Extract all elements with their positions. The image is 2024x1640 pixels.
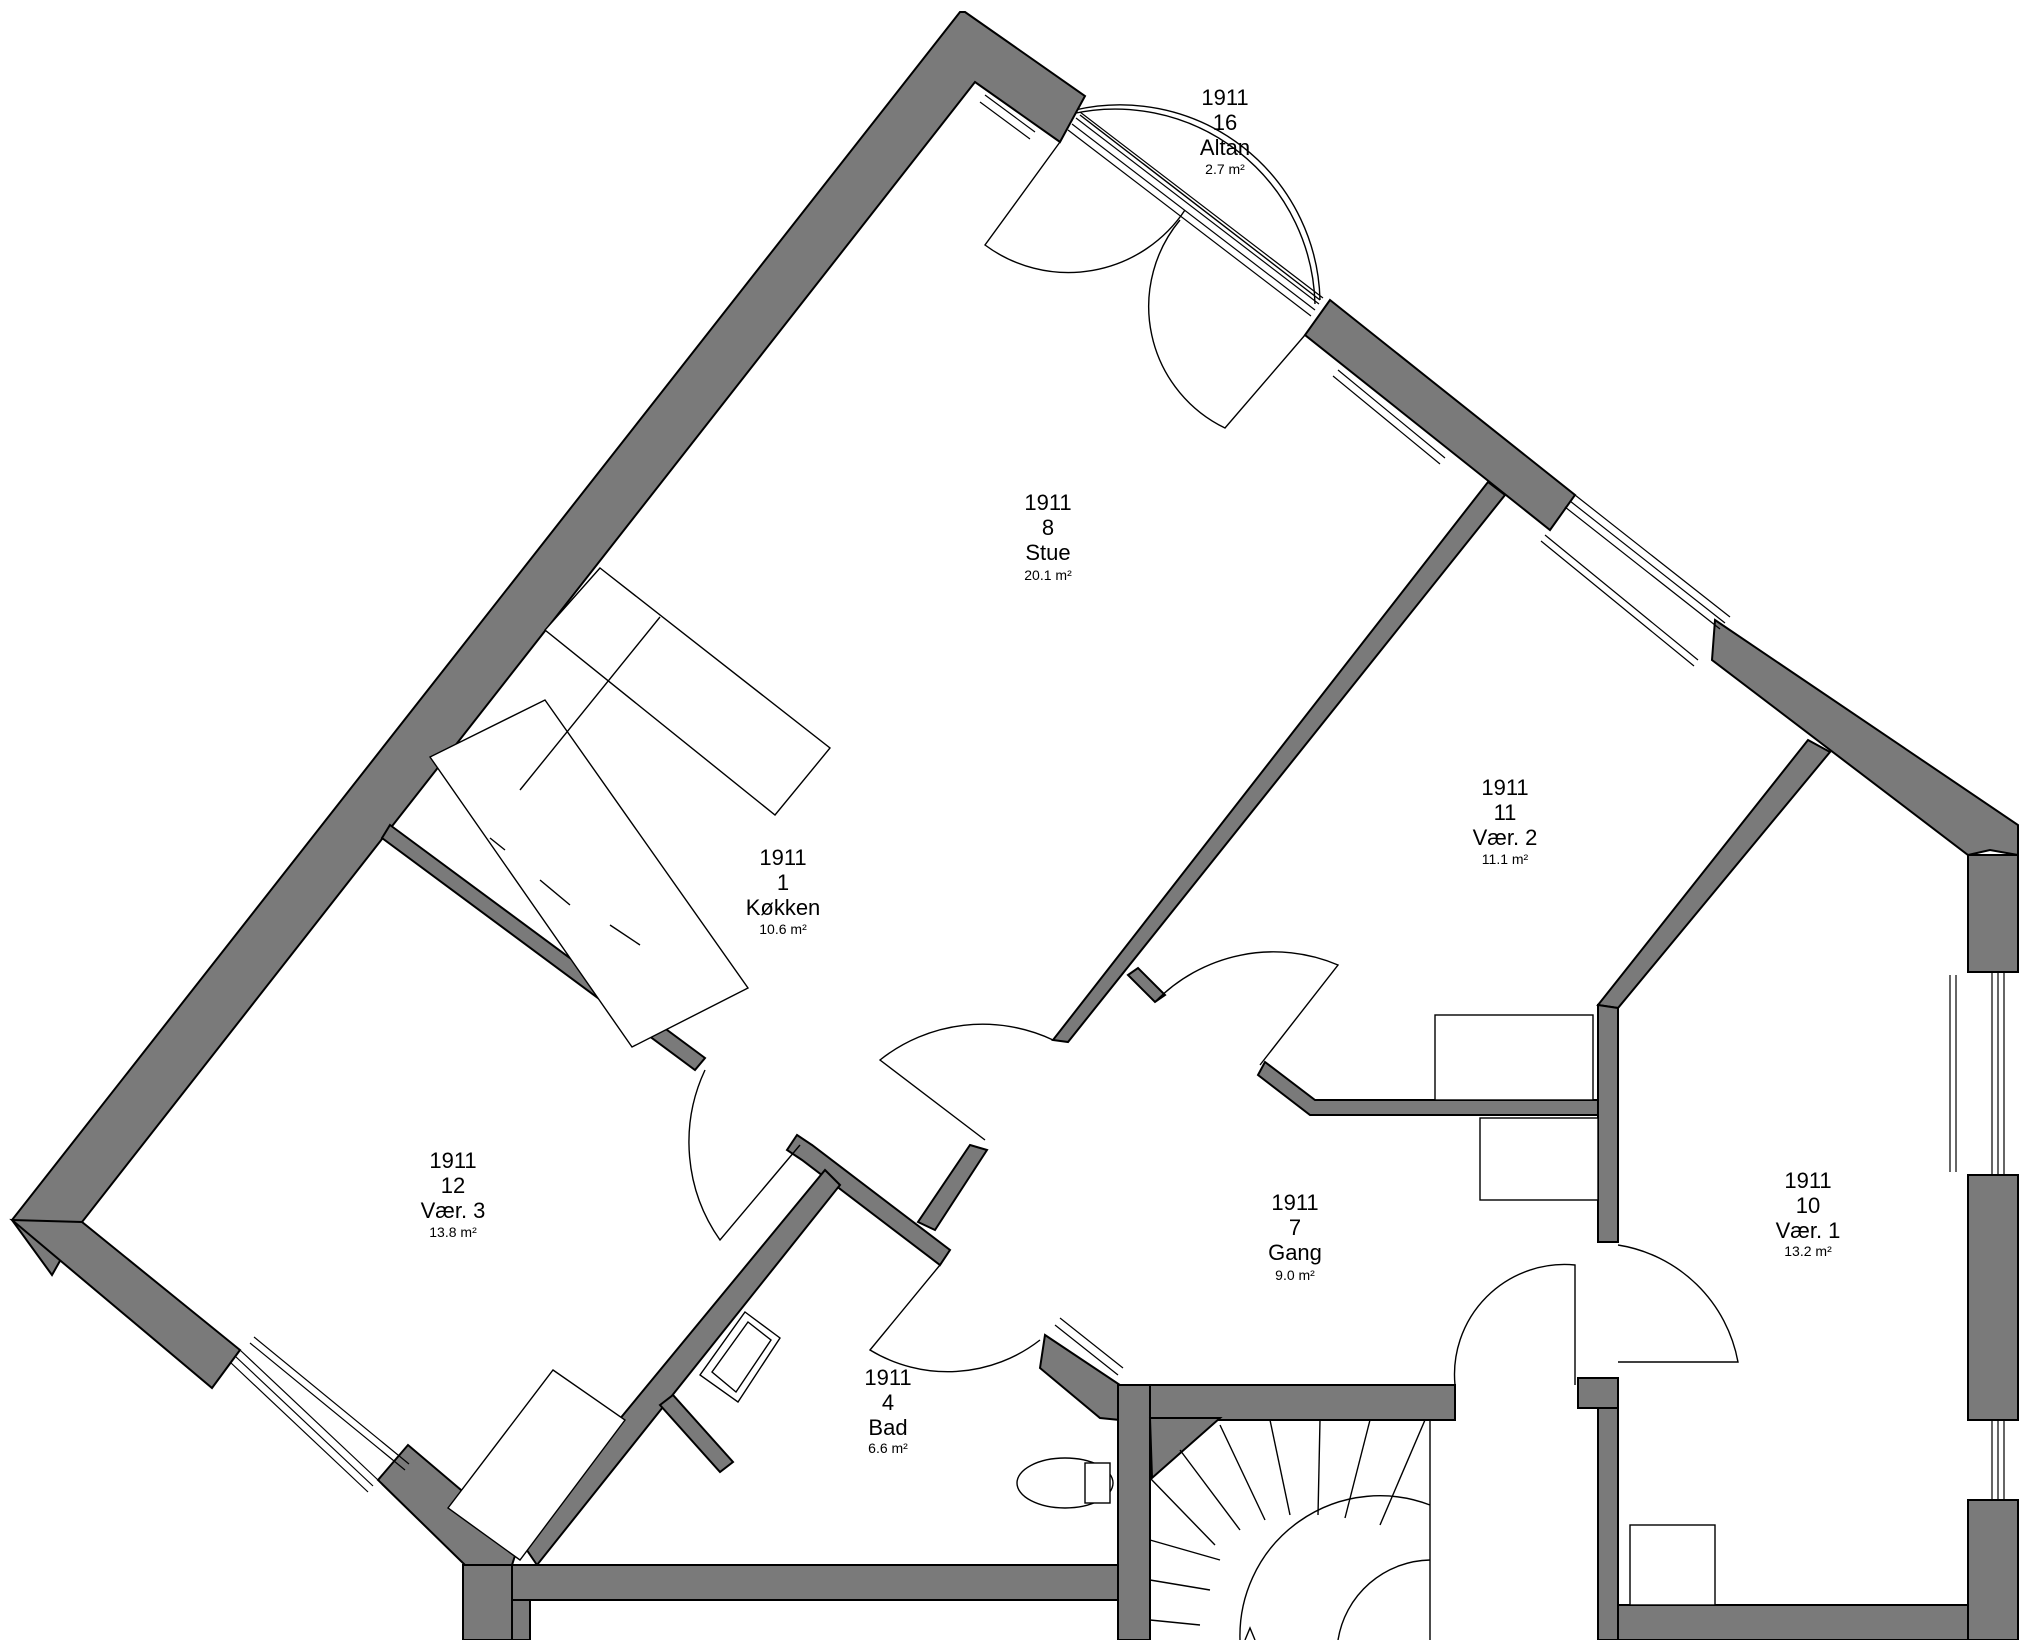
room-code: 12 [441, 1173, 465, 1198]
wall-stub-1 [1126, 966, 1167, 1004]
cabinet [1479, 1117, 1599, 1201]
wall-northeast-1 [1303, 298, 1577, 532]
vaer1-fixtures [1629, 1524, 1716, 1606]
room-label-vaer1: 1911 10 Vær. 1 13.2 m² [1776, 1168, 1841, 1259]
room-code: 4 [882, 1390, 894, 1415]
wall-east-middle [1967, 1174, 2019, 1421]
room-number: 1911 [759, 845, 806, 870]
window-vaer2 [1540, 494, 1731, 667]
wall-vaer2-vaer1 [1596, 738, 1832, 1010]
room-number: 1911 [864, 1365, 911, 1390]
room-name: Vær. 3 [421, 1198, 486, 1223]
wall-gang-bad [916, 1143, 989, 1232]
room-label-altan: 1911 16 Altan 2.7 m² [1200, 85, 1250, 177]
room-label-vaer2: 1911 11 Vær. 2 11.1 m² [1473, 775, 1538, 867]
kitchen-fixtures [428, 567, 831, 1048]
room-code: 1 [777, 870, 789, 895]
wall-vaer1-stub [1577, 1377, 1619, 1409]
room-labels: 1911 16 Altan 2.7 m² 1911 8 Stue 20.1 m²… [421, 85, 1841, 1456]
room-name: Køkken [746, 895, 821, 920]
outer-walls [9, 11, 2019, 1640]
room-area: 11.1 m² [1482, 851, 1529, 867]
wall-northwest [10, 11, 1087, 1277]
bath-fixtures [699, 1311, 1114, 1509]
wall-stairs-top [1119, 1384, 1456, 1421]
room-name: Gang [1268, 1240, 1322, 1265]
stairs [1149, 1419, 1431, 1640]
wall-vaer1-bottom [1617, 1604, 1969, 1640]
room-label-bad: 1911 4 Bad 6.6 m² [864, 1365, 911, 1456]
room-area: 13.2 m² [1784, 1243, 1832, 1259]
wall-bad-right [1038, 1333, 1121, 1422]
room-code: 10 [1796, 1193, 1820, 1218]
wall-southwest [9, 1218, 242, 1390]
room-area: 10.6 m² [759, 921, 807, 937]
nightstand [1629, 1524, 1716, 1606]
room-number: 1911 [1784, 1168, 1831, 1193]
doors [688, 141, 1739, 1386]
room-area: 2.7 m² [1205, 161, 1245, 177]
room-number: 1911 [1024, 490, 1071, 515]
wall-east-top [1967, 854, 2019, 973]
wall-south-stub [462, 1564, 513, 1640]
room-name: Vær. 1 [1776, 1218, 1841, 1243]
balcony-outline [1070, 104, 1321, 305]
wall-stue-vaer2 [1051, 480, 1507, 1044]
room-number: 1911 [429, 1148, 476, 1173]
window-balcony [1067, 111, 1324, 317]
wall-bad-left [518, 1168, 842, 1567]
toilet-tank [1084, 1462, 1111, 1504]
room-code: 7 [1289, 1215, 1301, 1240]
room-name: Vær. 2 [1473, 825, 1538, 850]
room-number: 1911 [1201, 85, 1248, 110]
room-label-stue: 1911 8 Stue 20.1 m² [1024, 490, 1072, 583]
room-name: Stue [1025, 540, 1070, 565]
wall-stairs-corner [1148, 1417, 1223, 1481]
room-code: 16 [1213, 110, 1237, 135]
room-number: 1911 [1271, 1190, 1318, 1215]
window-vaer1-top [1949, 972, 2005, 1175]
vaer2-fixtures [1434, 1014, 1599, 1201]
window-vaer3 [229, 1336, 410, 1493]
room-area: 6.6 m² [868, 1440, 908, 1456]
kitchen-island [543, 567, 831, 816]
wall-south-left [511, 1599, 531, 1640]
window-bad [1054, 1317, 1124, 1376]
room-area: 9.0 m² [1275, 1267, 1315, 1283]
wall-stairs-left [1117, 1384, 1151, 1640]
wall-northeast-2 [1710, 618, 2019, 857]
room-label-gang: 1911 7 Gang 9.0 m² [1268, 1190, 1322, 1283]
wall-bad-partition [658, 1393, 735, 1474]
window-stue [1332, 369, 1446, 465]
desk [1434, 1014, 1594, 1101]
wall-vaer1-left [1597, 1377, 1619, 1640]
room-name: Altan [1200, 135, 1250, 160]
windows [229, 94, 2005, 1500]
window-vaer1-bottom [1991, 1420, 2005, 1500]
room-code: 11 [1494, 800, 1517, 825]
room-name: Bad [868, 1415, 907, 1440]
room-code: 8 [1042, 515, 1054, 540]
kitchen-counter [428, 699, 750, 1048]
wall-south-main [511, 1564, 1119, 1601]
room-area: 20.1 m² [1024, 567, 1072, 583]
window-stue-top [979, 94, 1036, 140]
interior-walls [380, 480, 1969, 1640]
wall-vaer2-bottom [1256, 1060, 1599, 1116]
room-label-kokken: 1911 1 Køkken 10.6 m² [746, 845, 821, 937]
vaer3-fixtures [447, 1369, 626, 1561]
wardrobe [447, 1369, 626, 1561]
room-number: 1911 [1481, 775, 1528, 800]
room-area: 13.8 m² [429, 1224, 477, 1240]
wall-east-bottom [1967, 1499, 2019, 1640]
wall-gang-vaer1 [1597, 1003, 1619, 1243]
room-label-vaer3: 1911 12 Vær. 3 13.8 m² [421, 1148, 486, 1240]
